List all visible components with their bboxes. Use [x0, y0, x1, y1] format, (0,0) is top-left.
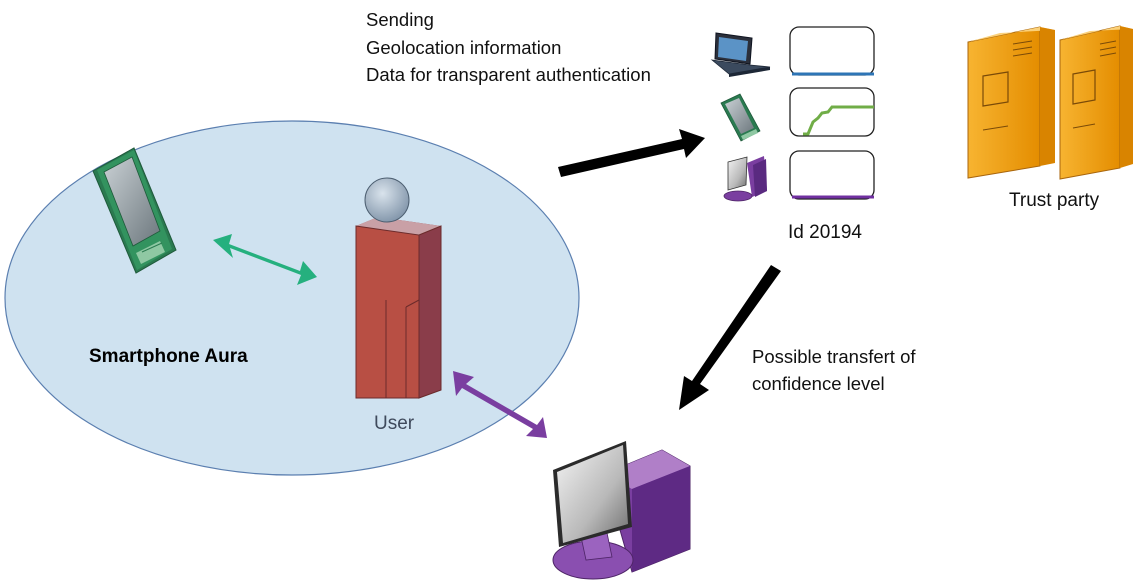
server-icon-2 [1059, 25, 1133, 180]
aura-label: Smartphone Aura [89, 346, 248, 367]
user-pc-link-arrow [453, 371, 547, 438]
sending-description: Sending Geolocation information Data for… [366, 6, 651, 89]
phone-icon [92, 147, 177, 274]
laptop-confidence-panel [789, 26, 875, 76]
transfer-arrow [679, 265, 781, 410]
sending-line: Sending [366, 9, 434, 30]
small-pc-icon [723, 156, 767, 202]
user-icon [355, 177, 442, 399]
phone-user-link-arrow [213, 234, 317, 285]
transfer-line: Possible transfert of [752, 346, 916, 367]
user-label: User [374, 413, 415, 434]
aura-ellipse [4, 120, 580, 476]
transfer-description: Possible transfert of confidence level [752, 343, 916, 397]
computer-icon [552, 441, 691, 580]
sending-arrow [558, 129, 705, 177]
server-icon-1 [967, 26, 1055, 179]
small-phone-icon [720, 93, 761, 142]
pc-confidence-panel [789, 150, 875, 200]
transfer-line: confidence level [752, 373, 885, 394]
phone-confidence-panel [789, 87, 875, 137]
laptop-icon [710, 32, 771, 77]
device-id-label: Id 20194 [788, 222, 862, 243]
sending-line: Data for transparent authentication [366, 64, 651, 85]
sending-line: Geolocation information [366, 36, 562, 58]
trust-party-label: Trust party [1009, 190, 1100, 211]
